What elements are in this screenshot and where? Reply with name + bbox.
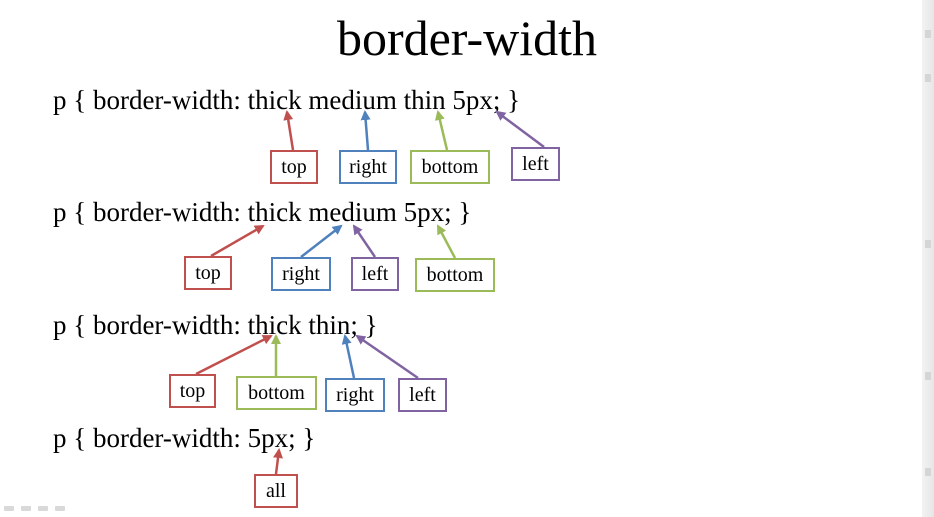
arrow-line2-top (210, 224, 265, 258)
label-box-left: left (398, 378, 447, 412)
arrow-line1-right (360, 110, 371, 151)
label-box-all: all (254, 474, 298, 508)
scrollbar-grip-icon[interactable] (925, 468, 931, 476)
label-box-left: left (511, 147, 560, 181)
label-box-right: right (339, 150, 397, 184)
label-box-left: left (351, 257, 399, 291)
label-box-bottom: bottom (415, 258, 495, 292)
arrow-line3-left (355, 334, 419, 380)
vertical-scrollbar[interactable] (922, 0, 934, 517)
slide-title: border-width (336, 10, 598, 66)
scrollbar-grip-icon[interactable] (925, 30, 931, 38)
arrow-line1-bottom (434, 110, 449, 151)
label-box-right: right (271, 257, 331, 291)
previous-slide-icon[interactable] (4, 506, 14, 511)
arrow-line1-top (283, 110, 295, 151)
menu-icon[interactable] (38, 506, 48, 511)
code-line-two-values: p { border-width: thick thin; } (53, 310, 378, 340)
label-box-bottom: bottom (236, 376, 317, 410)
code-line-three-values: p { border-width: thick medium 5px; } (53, 197, 472, 227)
scrollbar-grip-icon[interactable] (925, 240, 931, 248)
arrow-line4-all (273, 448, 283, 475)
label-box-bottom: bottom (410, 150, 490, 184)
code-line-four-values: p { border-width: thick medium thin 5px;… (53, 85, 521, 115)
label-box-top: top (184, 256, 232, 290)
scrollbar-grip-icon[interactable] (925, 74, 931, 82)
label-box-top: top (169, 374, 216, 408)
code-line-one-value: p { border-width: 5px; } (53, 423, 316, 453)
arrow-line2-bottom (436, 224, 457, 259)
arrow-line1-left (495, 110, 545, 149)
label-box-right: right (325, 378, 385, 412)
arrow-line2-right (300, 224, 343, 258)
label-box-top: top (270, 150, 318, 184)
arrow-line3-right (341, 334, 356, 379)
scrollbar-grip-icon[interactable] (925, 372, 931, 380)
arrow-line2-left (352, 224, 377, 258)
next-slide-icon[interactable] (55, 506, 65, 511)
pen-icon[interactable] (21, 506, 31, 511)
arrow-line3-top (195, 334, 273, 376)
slideshow-controls[interactable] (4, 506, 65, 511)
